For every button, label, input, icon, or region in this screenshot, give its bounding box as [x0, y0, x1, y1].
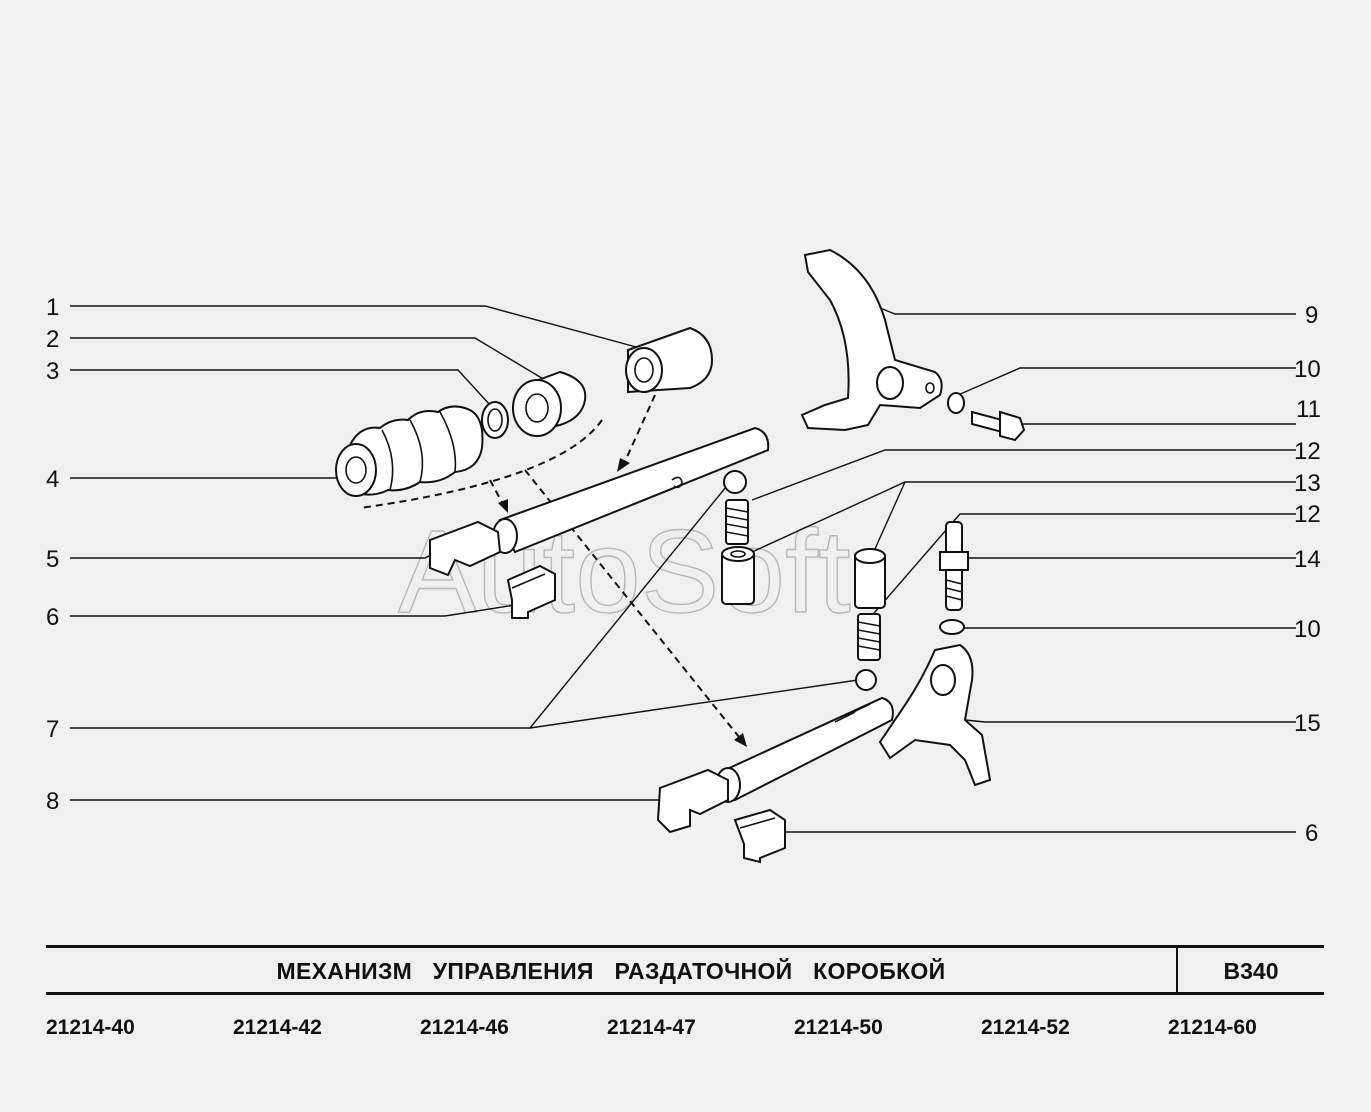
callout-7: 7: [46, 716, 59, 743]
callout-6-right: 6: [1305, 820, 1318, 847]
diagram-title: МЕХАНИЗМ УПРАВЛЕНИЯ РАЗДАТОЧНОЙ КОРОБКОЙ: [46, 948, 1178, 992]
shift-fork-9: [800, 248, 943, 432]
model-code: 21214-50: [794, 1016, 883, 1039]
callout-6-left: 6: [46, 604, 59, 631]
diagram-code: В340: [1223, 958, 1279, 984]
callout-4: 4: [46, 466, 59, 493]
model-code: 21214-60: [1168, 1016, 1257, 1039]
clip-6-upper: [506, 564, 556, 619]
callout-10-lower: 10: [1294, 616, 1321, 643]
washer-10-upper: [947, 392, 965, 414]
assembly-lines: [359, 394, 747, 747]
title-block: МЕХАНИЗМ УПРАВЛЕНИЯ РАЗДАТОЧНОЙ КОРОБКОЙ…: [46, 945, 1324, 995]
model-code: 21214-47: [607, 1016, 696, 1039]
leader-lines: [70, 299, 1296, 833]
callout-2: 2: [46, 326, 59, 353]
parts-diagram: AutoSoft: [46, 248, 1321, 864]
callout-11: 11: [1296, 396, 1321, 423]
callout-12-lower: 12: [1294, 501, 1321, 528]
shift-rod-5: [429, 426, 770, 577]
spring-12-upper: [725, 499, 749, 545]
washer-10-lower: [939, 619, 965, 635]
callout-labels: 1 2 3 4 5 6 7 8 9 10 11 12 13 12 14 10 1…: [46, 294, 1321, 847]
o-ring-3: [481, 401, 509, 439]
callout-8: 8: [46, 788, 59, 815]
shift-rod-8: [656, 696, 894, 834]
ball-7-upper: [723, 470, 747, 494]
model-code: 21214-52: [981, 1016, 1070, 1039]
ball-7-lower: [855, 669, 877, 691]
model-code: 21214-46: [420, 1016, 509, 1039]
bolt-11: [971, 410, 1026, 442]
shift-fork-15: [878, 643, 992, 787]
flanged-bushing-2: [512, 370, 587, 437]
callout-15: 15: [1294, 710, 1321, 737]
callout-14: 14: [1294, 546, 1321, 573]
model-code: 21214-42: [233, 1016, 322, 1039]
model-code: 21214-40: [46, 1016, 135, 1039]
callout-1: 1: [46, 294, 59, 321]
callout-13: 13: [1294, 470, 1321, 497]
spring-12-lower: [857, 613, 881, 661]
boot-4: [335, 405, 484, 497]
callout-3: 3: [46, 358, 59, 385]
sleeve-13-left: [721, 546, 755, 605]
model-list: 21214-40 21214-42 21214-46 21214-47 2121…: [46, 1016, 1324, 1046]
callout-10-upper: 10: [1294, 356, 1321, 383]
stud-14: [939, 521, 969, 611]
bushing-1: [625, 326, 714, 394]
callout-12-upper: 12: [1294, 438, 1321, 465]
callout-9: 9: [1305, 302, 1318, 329]
clip-6-lower: [733, 808, 786, 864]
sleeve-13-right: [854, 548, 886, 609]
callout-5: 5: [46, 546, 59, 573]
